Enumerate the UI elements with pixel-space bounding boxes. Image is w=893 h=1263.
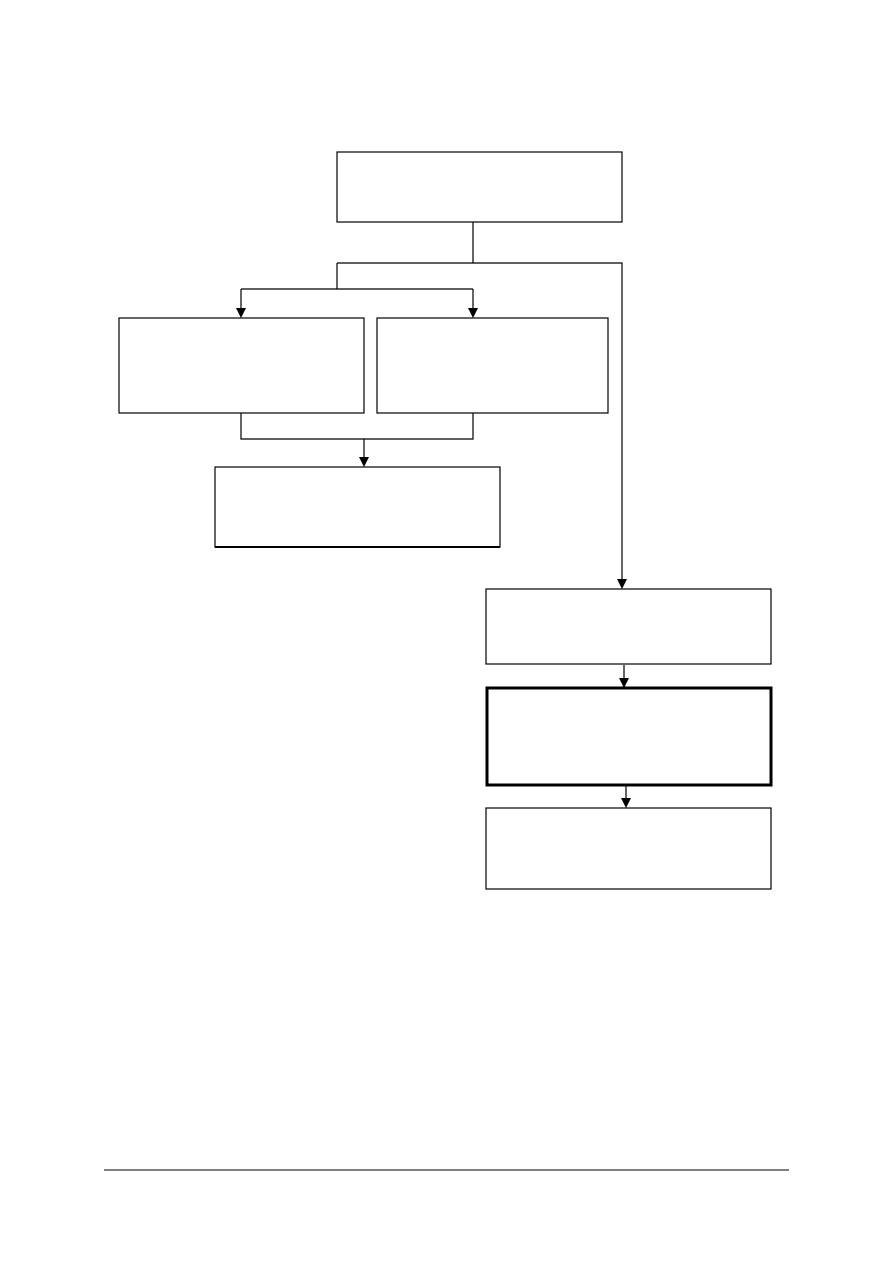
node-middle-branch: [376, 317, 609, 414]
nodes: [118, 151, 773, 890]
arrowhead-right-step-2: [619, 678, 629, 688]
connectors: [240, 222, 627, 802]
edge-bar-to-right: [337, 262, 623, 582]
arrowhead-left-branch: [236, 308, 246, 318]
node-right-step-1: [485, 588, 772, 665]
node-top: [336, 151, 623, 223]
arrowhead-merged-result: [359, 457, 369, 467]
node-merged-result: [214, 466, 501, 548]
node-right-step-2: [485, 686, 773, 787]
node-left-branch: [118, 317, 365, 414]
node-right-step-3: [485, 807, 772, 890]
edge-merge-bar: [240, 413, 474, 440]
arrowhead-middle-branch: [468, 308, 478, 318]
arrowhead-right-step-3: [621, 798, 631, 808]
arrowhead-right-step-1: [617, 579, 627, 589]
arrowheads: [236, 308, 631, 808]
